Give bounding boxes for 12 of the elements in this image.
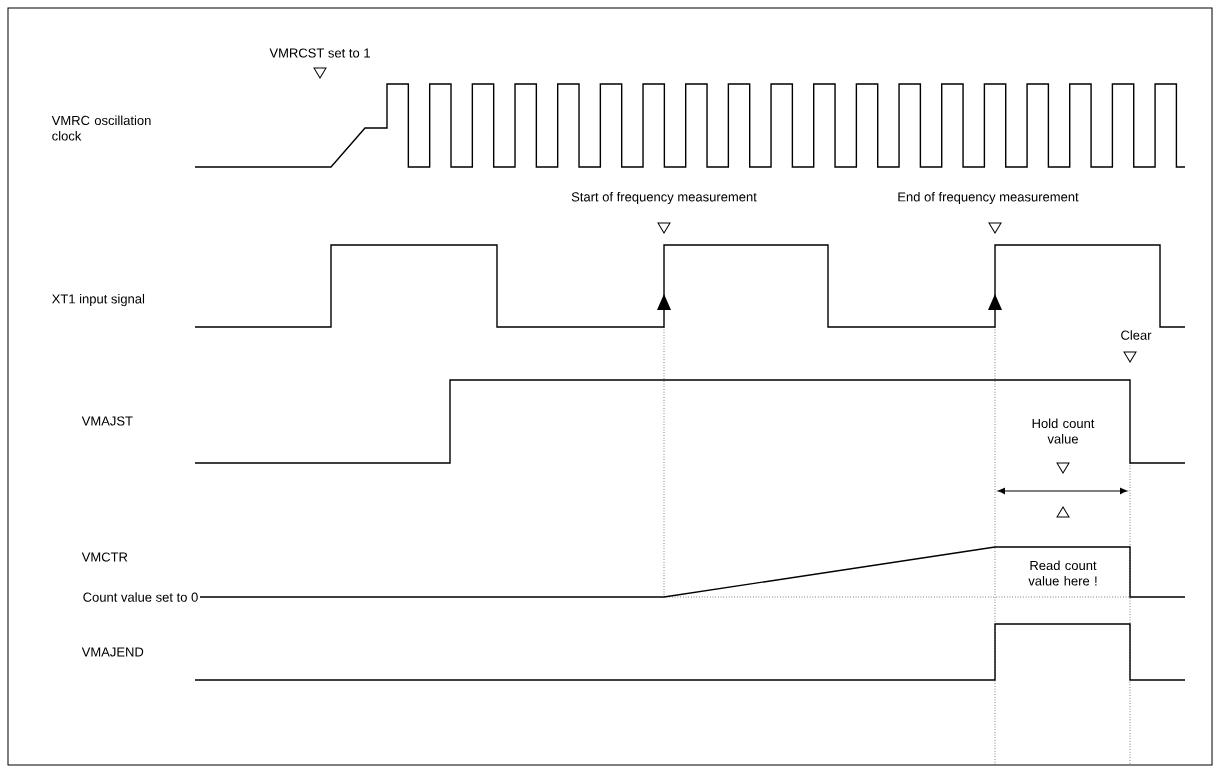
annotation-label: VMRCST set to 1 [269, 48, 370, 58]
signal-label: VMCTR [81, 552, 128, 562]
signal-label: VMRC oscillation clock [51, 115, 151, 141]
annotation-label: Start of frequency measurement [571, 191, 757, 205]
signal-label: VMAJEND [81, 647, 144, 657]
signal-label: Count value set to 0 [83, 592, 198, 602]
annotation-label: End of frequency measurement [898, 191, 1079, 205]
annotation-label: Hold count value [1032, 418, 1095, 444]
annotation-label: Read count value here ! [1028, 560, 1097, 586]
signal-label: VMAJST [81, 416, 133, 426]
annotation-label: Clear [1121, 330, 1152, 340]
signal-label: XT1 input signal [52, 293, 145, 307]
